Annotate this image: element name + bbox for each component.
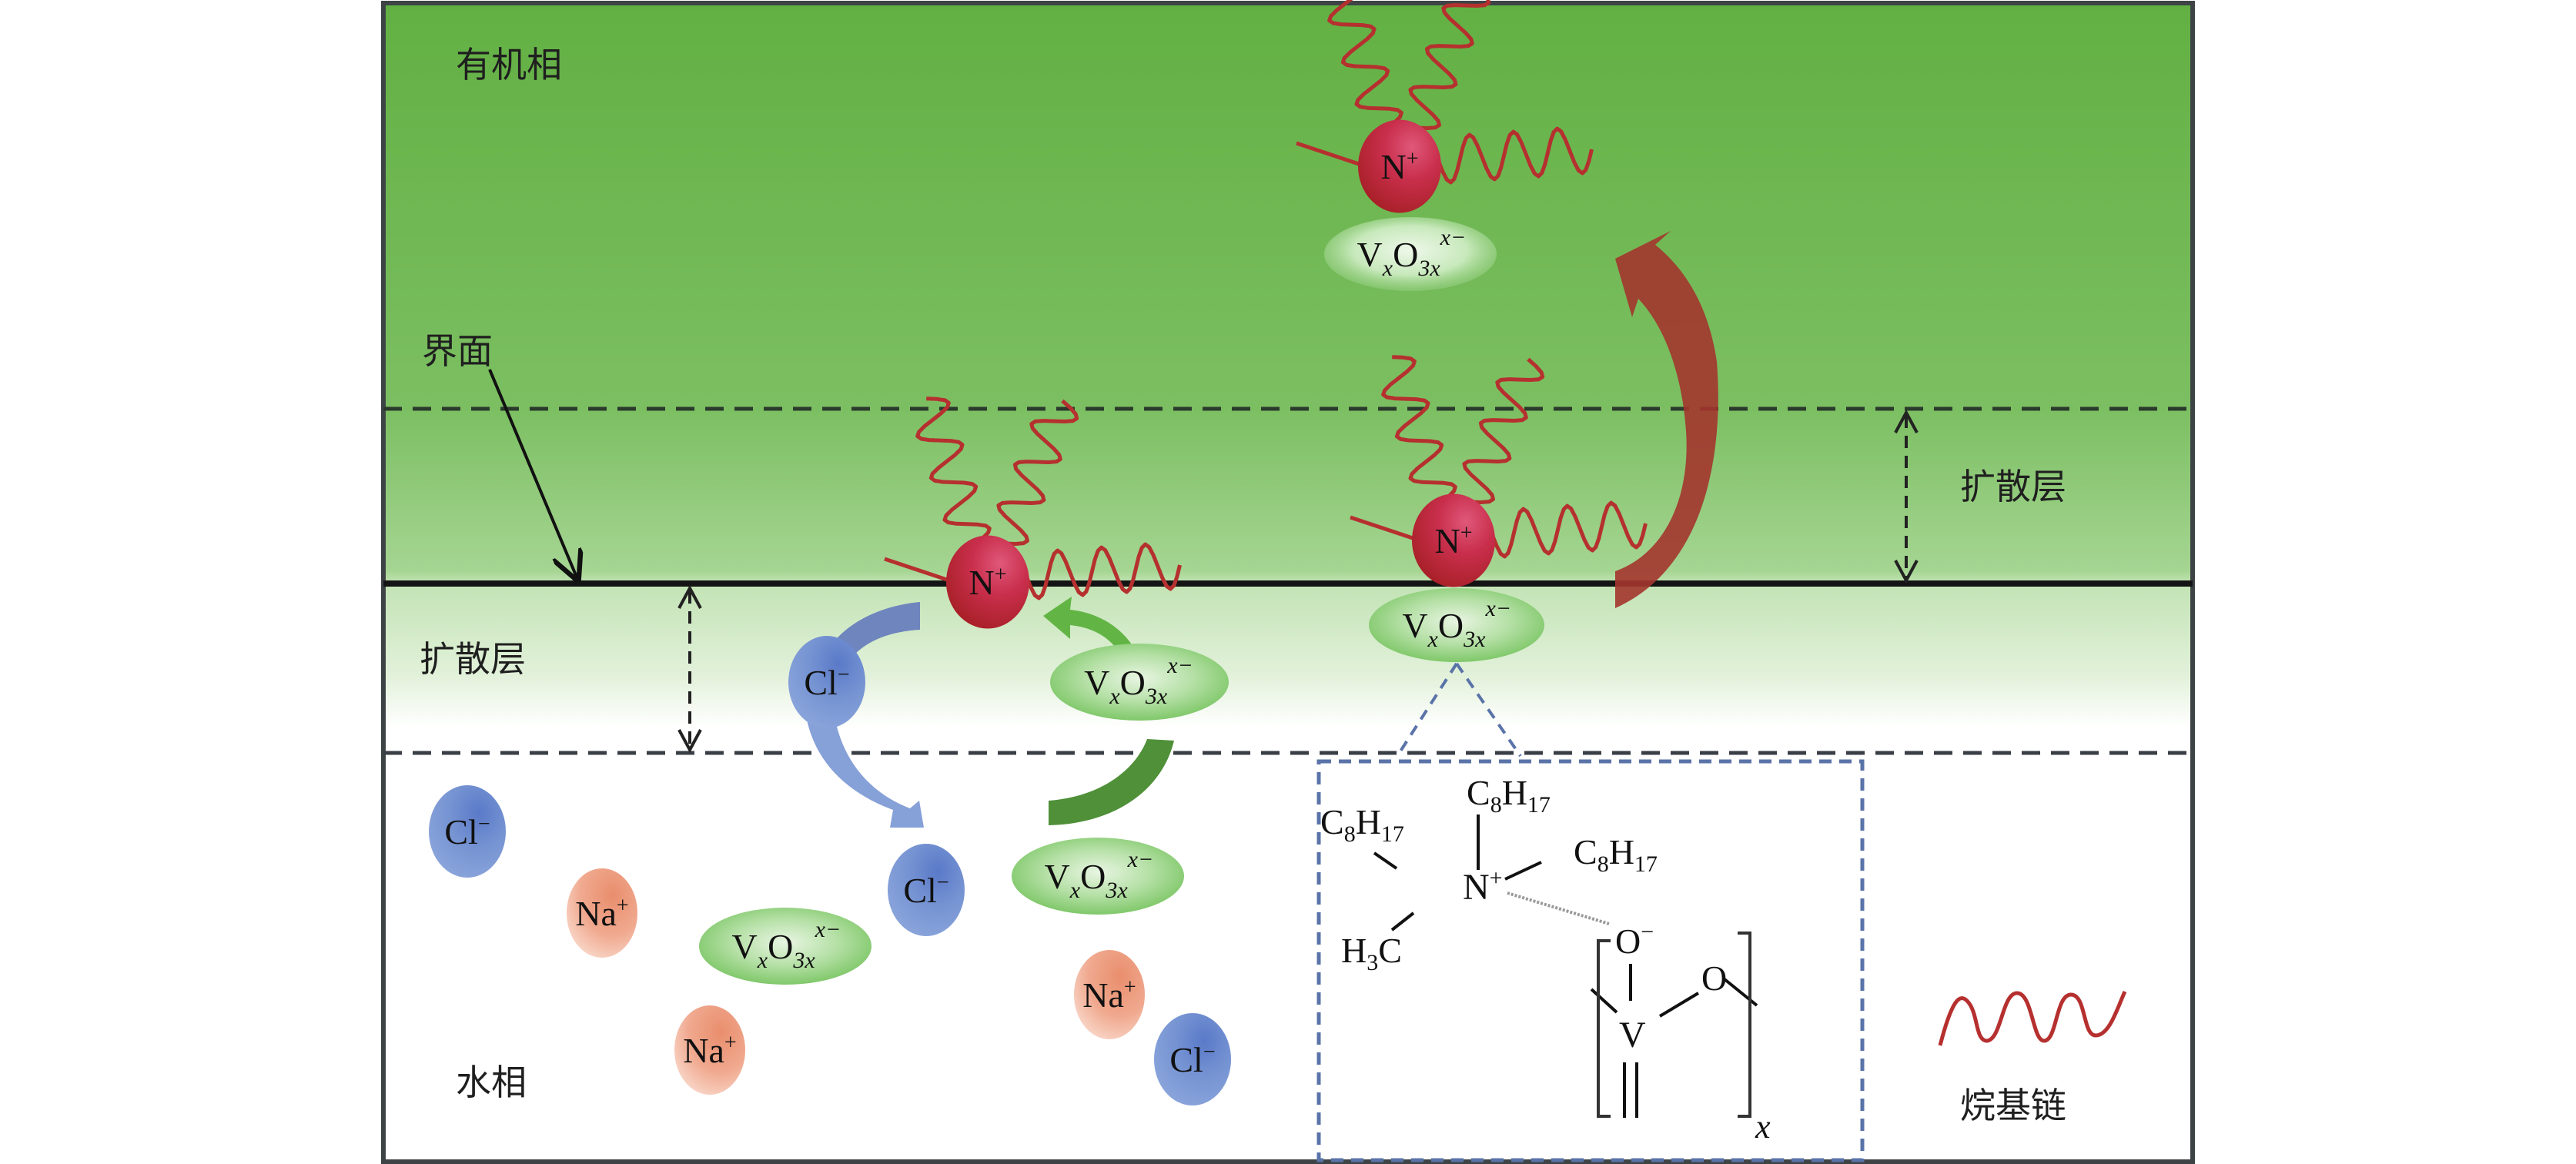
transfer-arrow-red: [1615, 231, 1718, 608]
bridge-oxygen: O: [1701, 958, 1727, 998]
alkyl-chain-left: [1381, 355, 1457, 505]
ammonium-label: N+: [1380, 147, 1418, 186]
chloride-ion-released-body: [788, 636, 865, 728]
sodium-ion: Na+: [567, 868, 637, 958]
chloride-ion-label: Cl−: [903, 871, 948, 910]
chloride-ion-label: Cl−: [444, 812, 490, 851]
dimension-arrowhead-up: [1894, 409, 1919, 433]
chloride-ion: Cl−: [429, 785, 506, 878]
methyl-stub: [884, 557, 950, 583]
chloride-release-arrow-lower: [807, 720, 924, 828]
sodium-ion-body: [674, 1005, 745, 1095]
chloride-release-arrow-upper: [828, 602, 920, 654]
structure-nitrogen: N+: [1463, 865, 1503, 908]
quaternary-ammonium-vanadate-structure: C8H17 C8H17 C8H17 N+ H3C O− V O x: [1320, 773, 1771, 1146]
interface-label: 界面: [422, 330, 493, 372]
bond-methyl: [1390, 911, 1415, 932]
vanadate-uptake-arrow-lower: [1049, 739, 1174, 825]
alkyl-chain-legend-label: 烷基链: [1960, 1085, 2066, 1126]
methyl-stub: [1296, 141, 1362, 167]
bond-left: [1373, 851, 1398, 870]
ammonium-label: N+: [1434, 521, 1472, 560]
organic-phase-label: 有机相: [456, 44, 562, 85]
vanadate-ellipse: [1050, 644, 1229, 721]
ammonium-ion: [1412, 493, 1495, 587]
vanadate-ion-aqueous-2: VxO3xx−: [1012, 838, 1184, 915]
vanadate-ion-aqueous-1: VxO3xx−: [699, 908, 871, 985]
alkyl-chain-middle: [1462, 357, 1545, 504]
sodium-ion-body: [567, 868, 637, 958]
chloride-ion-label: Cl−: [1169, 1040, 1215, 1079]
vanadate-ion-organic: VxO3xx−: [1324, 217, 1497, 291]
sodium-ion-label: Na+: [575, 894, 628, 933]
aqueous-phase-label: 水相: [456, 1062, 527, 1103]
structure-zoom-box: [1316, 759, 1865, 1162]
vanadate-label: VxO3xx−: [1084, 653, 1193, 709]
chloride-ion-body: [1154, 1013, 1231, 1105]
vanadate-ion-interface: VxO3xx−: [1369, 588, 1544, 662]
sodium-ion-label: Na+: [683, 1031, 736, 1070]
sodium-ion: Na+: [674, 1005, 745, 1095]
ionic-interaction-bond: [1507, 891, 1610, 925]
interface-pointer-arrow: [488, 369, 577, 579]
quaternary-ammonium-exchange: N+: [884, 396, 1182, 629]
vanadate-ellipse: [1012, 838, 1184, 915]
methyl-group: H3C: [1341, 931, 1402, 975]
methyl-stub: [1350, 515, 1416, 541]
vanadate-label: VxO3xx−: [1402, 596, 1511, 652]
vanadate-label: VxO3xx−: [1357, 225, 1467, 281]
sodium-ion: Na+: [1074, 950, 1145, 1039]
dimension-arrowhead-down: [1894, 560, 1919, 584]
alkyl-chain-legend-icon: [1938, 990, 2127, 1046]
alkyl-chain-right: [1436, 126, 1594, 185]
lower-diffusion-layer-label: 扩散层: [420, 638, 526, 680]
ammonium-ion: [1358, 119, 1441, 213]
ammonium-label: N+: [969, 563, 1006, 602]
vanadate-ellipse: [1369, 588, 1544, 662]
bond-right: [1504, 861, 1542, 881]
alkyl-chain-middle: [1408, 0, 1491, 130]
left-bracket: [1597, 939, 1611, 1118]
quaternary-ammonium-organic: N+: [1296, 0, 1594, 213]
zoom-guide-right: [1455, 662, 1522, 758]
chloride-ion-body: [888, 844, 965, 936]
dimension-arrowhead-down: [677, 729, 702, 754]
alkyl-chain-middle: [996, 399, 1079, 546]
upper-diffusion-layer-label: 扩散层: [1960, 466, 2066, 507]
repeat-subscript: x: [1755, 1108, 1771, 1146]
bond-v-obridge: [1658, 992, 1700, 1018]
substituent-right: C8H17: [1574, 832, 1658, 877]
chloride-ion-released-label: Cl−: [804, 663, 849, 702]
alkyl-chain-left: [915, 396, 992, 547]
molecule-layer: VxO3xx− N+ VxO3xx− N+ N+ Cl− VxO3xx− Cl− Na+ VxO3…: [429, 0, 1648, 1105]
chloride-ion-released: Cl−: [788, 636, 865, 728]
sodium-ion-body: [1074, 950, 1145, 1039]
substituent-top: C8H17: [1467, 773, 1551, 818]
vanadate-ion-diffusion: VxO3xx−: [1050, 644, 1229, 721]
chloride-ion-body: [429, 785, 506, 878]
vanadate-ellipse: [699, 908, 871, 985]
ammonium-ion: [946, 535, 1029, 629]
bond-chain-in: [1590, 988, 1618, 1014]
vanadate-ellipse: [1324, 217, 1497, 291]
sodium-ion-label: Na+: [1082, 975, 1136, 1015]
vanadate-label: VxO3xx−: [732, 917, 841, 973]
oxide-anion: O−: [1615, 919, 1654, 961]
alkyl-chain-left: [1327, 0, 1403, 131]
alkyl-chain-right: [1024, 542, 1182, 600]
chloride-ion: Cl−: [1154, 1013, 1231, 1105]
right-bracket: [1738, 932, 1751, 1118]
vanadium-atom: V: [1619, 1015, 1646, 1055]
chloride-ion: Cl−: [888, 844, 965, 936]
substituent-left: C8H17: [1320, 802, 1404, 847]
alkyl-chain-right: [1490, 500, 1648, 559]
quaternary-ammonium-interface: N+: [1350, 355, 1648, 587]
vanadate-uptake-arrow-upper: [1043, 597, 1136, 651]
vanadate-label: VxO3xx−: [1045, 847, 1154, 903]
dimension-arrowhead-up: [677, 584, 702, 609]
